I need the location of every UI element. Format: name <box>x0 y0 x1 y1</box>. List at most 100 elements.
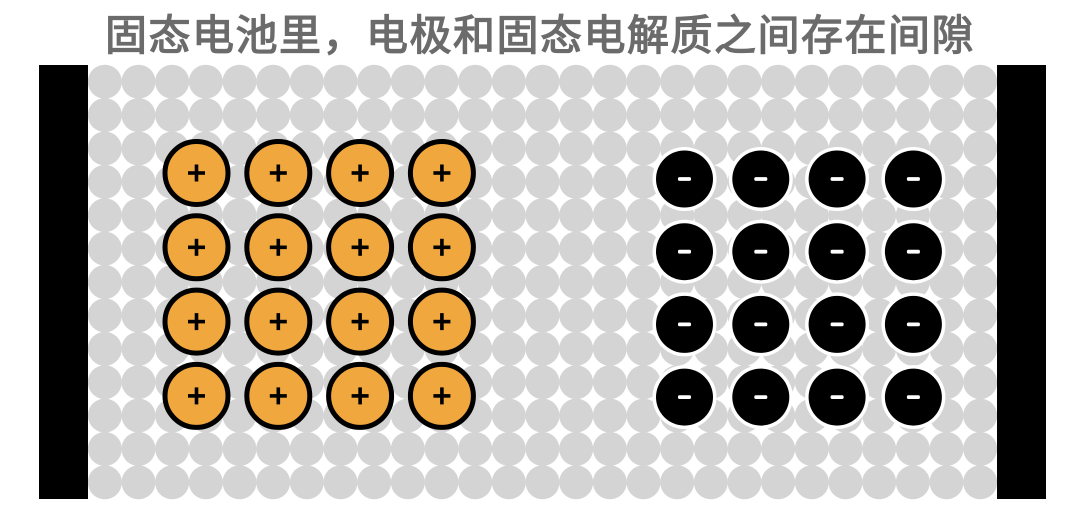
electrolyte-particle <box>559 465 594 500</box>
electrolyte-particle <box>491 331 526 366</box>
electrolyte-particle <box>592 398 627 433</box>
minus-symbol <box>906 249 920 254</box>
electrolyte-particle <box>390 465 425 500</box>
electrolyte-particle <box>188 431 223 466</box>
electrolyte-particle <box>660 98 695 133</box>
electrolyte-particle <box>828 98 863 133</box>
electrolyte-particle <box>121 98 156 133</box>
electrolyte-particle <box>963 98 998 133</box>
electrolyte-particle <box>87 265 122 299</box>
electrolyte-particle <box>828 431 863 466</box>
electrolyte-particle <box>761 465 796 500</box>
electrolyte-particle <box>794 465 829 500</box>
electrolyte-particle <box>491 131 526 166</box>
electrolyte-particle <box>525 365 560 400</box>
electrolyte-particle <box>525 331 560 366</box>
electrolyte-particle <box>963 331 998 366</box>
electrolyte-particle <box>559 231 594 266</box>
electrolyte-particle <box>458 465 493 500</box>
electrolyte-particle <box>390 431 425 466</box>
electrolyte-particle <box>592 298 627 333</box>
electrolyte-particle <box>963 465 998 500</box>
electrolyte-particle <box>525 398 560 433</box>
electrolyte-particle <box>626 164 661 199</box>
electrolyte-particle <box>862 265 897 299</box>
electrolyte-particle <box>929 98 964 133</box>
electrolyte-particle <box>525 131 560 166</box>
electrolyte-particle <box>963 164 998 199</box>
electrolyte-particle <box>626 431 661 466</box>
electrolyte-particle <box>525 64 560 99</box>
electrolyte-particle <box>256 465 291 500</box>
electrolyte-particle <box>222 265 257 299</box>
electrolyte-particle <box>121 164 156 199</box>
electrolyte-particle <box>155 465 190 500</box>
electrolyte-particle <box>963 365 998 400</box>
electrolyte-particle <box>963 265 998 299</box>
electrolyte-particle <box>491 431 526 466</box>
electrolyte-particle <box>693 465 728 500</box>
electrolyte-particle <box>592 331 627 366</box>
electrolyte-particle <box>693 98 728 133</box>
electrolyte-particle <box>222 131 257 166</box>
electrolyte-particle <box>323 465 358 500</box>
electrolyte-particle <box>929 465 964 500</box>
electrolyte-particle <box>491 265 526 299</box>
electrolyte-particle <box>121 398 156 433</box>
electrolyte-particle <box>559 98 594 133</box>
right-electrode-bar <box>997 65 1046 499</box>
minus-symbol <box>830 322 844 327</box>
electrolyte-particle <box>424 98 459 133</box>
minus-symbol <box>754 395 768 399</box>
electrolyte-particle <box>222 331 257 366</box>
plus-symbol <box>358 238 362 256</box>
electrolyte-particle <box>525 198 560 233</box>
electrolyte-particle <box>592 198 627 233</box>
electrolyte-particle <box>828 64 863 99</box>
electrolyte-particle <box>121 131 156 166</box>
electrolyte-particle <box>87 365 122 400</box>
electrolyte-particle <box>155 431 190 466</box>
electrolyte-particle <box>424 431 459 466</box>
electrolyte-particle <box>491 198 526 233</box>
electrolyte-particle <box>761 98 796 133</box>
electrolyte-particle <box>963 64 998 99</box>
electrolyte-particle <box>256 98 291 133</box>
electrolyte-particle <box>87 131 122 166</box>
electrolyte-particle <box>525 231 560 266</box>
electrolyte-particle <box>222 98 257 133</box>
plus-symbol <box>276 313 281 331</box>
electrolyte-particle <box>256 431 291 466</box>
electrolyte-particle <box>155 98 190 133</box>
minus-symbol <box>678 249 691 254</box>
electrolyte-particle <box>559 431 594 466</box>
electrolyte-particle <box>357 465 392 500</box>
electrolyte-particle <box>121 231 156 266</box>
minus-symbol <box>754 177 768 181</box>
electrolyte-particle <box>491 298 526 333</box>
electrolyte-particle <box>626 98 661 133</box>
electrolyte-particle <box>357 98 392 133</box>
electrolyte-particle <box>794 98 829 133</box>
electrolyte-particle <box>525 164 560 199</box>
electrolyte-particle <box>390 64 425 99</box>
electrolyte-particle <box>458 265 493 299</box>
electrolyte-particle <box>188 465 223 500</box>
electrolyte-particle <box>727 98 762 133</box>
electrolyte-particle <box>559 265 594 299</box>
electrolyte-particle <box>895 431 930 466</box>
electrolyte-particle <box>929 131 964 166</box>
electrolyte-particle <box>121 465 156 500</box>
electrolyte-particle <box>592 164 627 199</box>
electrolyte-particle <box>929 265 964 299</box>
electrolyte-particle <box>458 98 493 133</box>
electrolyte-particle <box>289 64 324 99</box>
electrolyte-particle <box>222 465 257 500</box>
plus-symbol <box>194 313 199 331</box>
electrolyte-particle <box>794 198 829 233</box>
electrolyte-particle <box>323 98 358 133</box>
minus-symbol <box>906 177 920 181</box>
electrolyte-particle <box>794 431 829 466</box>
electrolyte-particle <box>727 465 762 500</box>
